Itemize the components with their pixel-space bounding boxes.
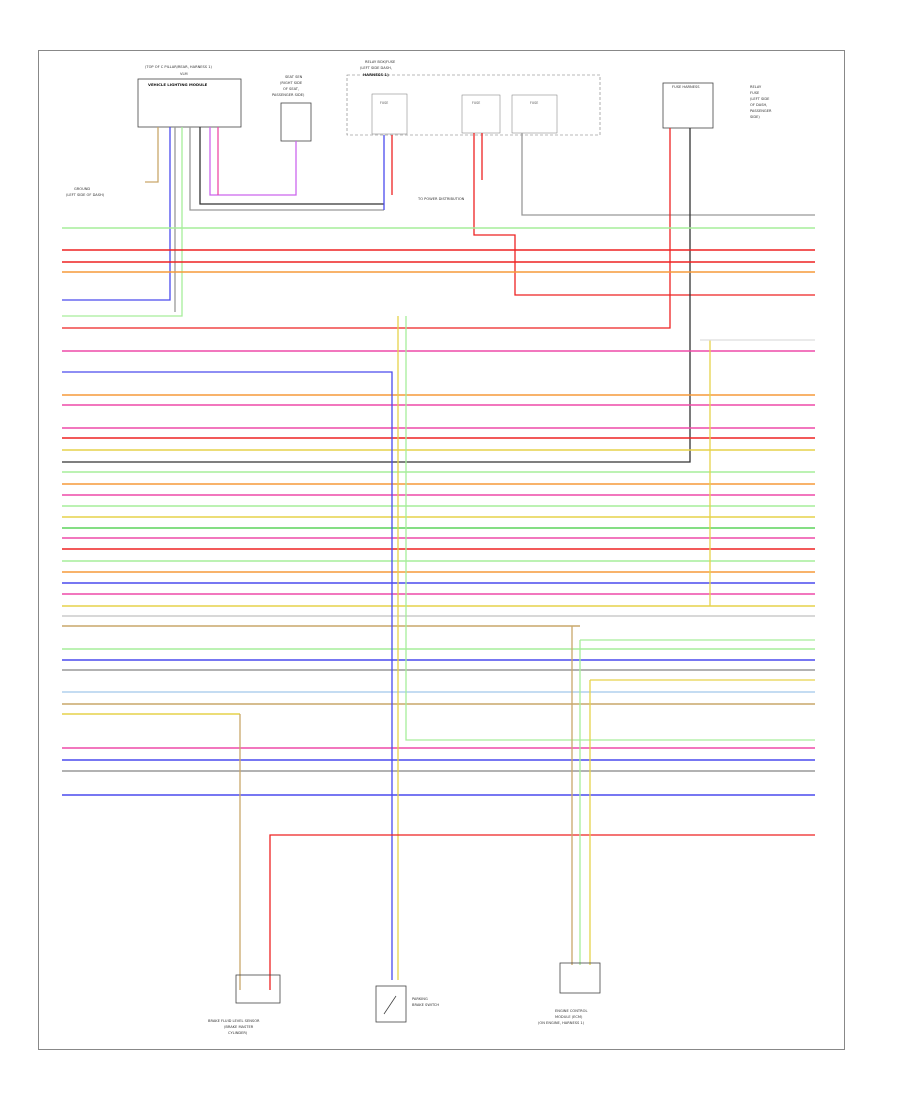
svg-text:RELAY BOX/FUSE: RELAY BOX/FUSE: [365, 60, 396, 64]
vlm-module: (TOP OF C PILLAR/REAR, HARNESS 1) VLM VE…: [137, 65, 242, 128]
svg-text:PARKING: PARKING: [412, 997, 428, 1001]
svg-text:PASSENGER SIDE): PASSENGER SIDE): [272, 93, 305, 97]
svg-text:FUSE: FUSE: [750, 91, 760, 95]
svg-text:(TOP OF C PILLAR/REAR, HARNESS: (TOP OF C PILLAR/REAR, HARNESS 1): [145, 65, 213, 69]
svg-text:TO POWER DISTRIBUTION: TO POWER DISTRIBUTION: [417, 197, 465, 201]
svg-text:BRAKE SWITCH: BRAKE SWITCH: [412, 1003, 439, 1007]
fuse-box: RELAY BOX/FUSE (LEFT SIDE DASH, HARNESS …: [346, 60, 601, 136]
parking-brake-switch: PARKING BRAKE SWITCH: [375, 985, 439, 1023]
top-vertical-wires: [62, 127, 815, 463]
svg-text:FUSE: FUSE: [472, 101, 480, 105]
ecm-module: ENGINE CONTROL MODULE (ECM) (ON ENGINE, …: [538, 962, 601, 1025]
svg-text:PASSENGER: PASSENGER: [750, 109, 772, 113]
svg-text:(LEFT SIDE OF DASH): (LEFT SIDE OF DASH): [66, 193, 105, 197]
svg-text:OF DASH,: OF DASH,: [750, 103, 767, 107]
brake-fluid-sensor: BRAKE FLUID LEVEL SENSOR (BRAKE MASTER C…: [208, 974, 281, 1035]
relay-box: FUSE HARNESS RELAY FUSE (LEFT SIDE OF DA…: [662, 82, 772, 129]
svg-text:FUSE: FUSE: [380, 101, 388, 105]
svg-text:(BRAKE MASTER: (BRAKE MASTER: [224, 1025, 254, 1029]
svg-text:SEAT SEN: SEAT SEN: [285, 75, 303, 79]
svg-text:CYLINDER): CYLINDER): [228, 1031, 248, 1035]
ground-label: GROUND (LEFT SIDE OF DASH): [66, 187, 105, 197]
svg-text:(LEFT SIDE DASH,: (LEFT SIDE DASH,: [360, 66, 392, 70]
svg-text:FUSE HARNESS: FUSE HARNESS: [672, 85, 700, 89]
svg-text:RELAY: RELAY: [750, 85, 762, 89]
connector-label: TO POWER DISTRIBUTION: [417, 197, 465, 201]
svg-text:(RIGHT SIDE: (RIGHT SIDE: [280, 81, 303, 85]
svg-text:FUSE: FUSE: [530, 101, 538, 105]
bottom-vertical-wires: [62, 316, 815, 990]
harness-wires: [62, 227, 815, 796]
svg-text:SIDE): SIDE): [750, 115, 760, 119]
svg-text:(ON ENGINE, HARNESS 1): (ON ENGINE, HARNESS 1): [538, 1021, 585, 1025]
svg-text:ENGINE CONTROL: ENGINE CONTROL: [555, 1009, 587, 1013]
diagram-frame: [38, 50, 845, 1050]
seat-sensor: SEAT SEN (RIGHT SIDE OF SEAT, PASSENGER …: [272, 75, 312, 142]
svg-text:HARNESS 1): HARNESS 1): [363, 72, 389, 77]
svg-text:GROUND: GROUND: [74, 187, 90, 191]
svg-text:VLM: VLM: [180, 72, 188, 76]
svg-text:BRAKE FLUID LEVEL SENSOR: BRAKE FLUID LEVEL SENSOR: [208, 1019, 260, 1023]
svg-text:OF SEAT,: OF SEAT,: [283, 87, 299, 91]
svg-text:MODULE (ECM): MODULE (ECM): [555, 1015, 583, 1019]
svg-text:(LEFT SIDE: (LEFT SIDE: [750, 97, 770, 101]
svg-text:VEHICLE LIGHTING MODULE: VEHICLE LIGHTING MODULE: [148, 82, 208, 87]
